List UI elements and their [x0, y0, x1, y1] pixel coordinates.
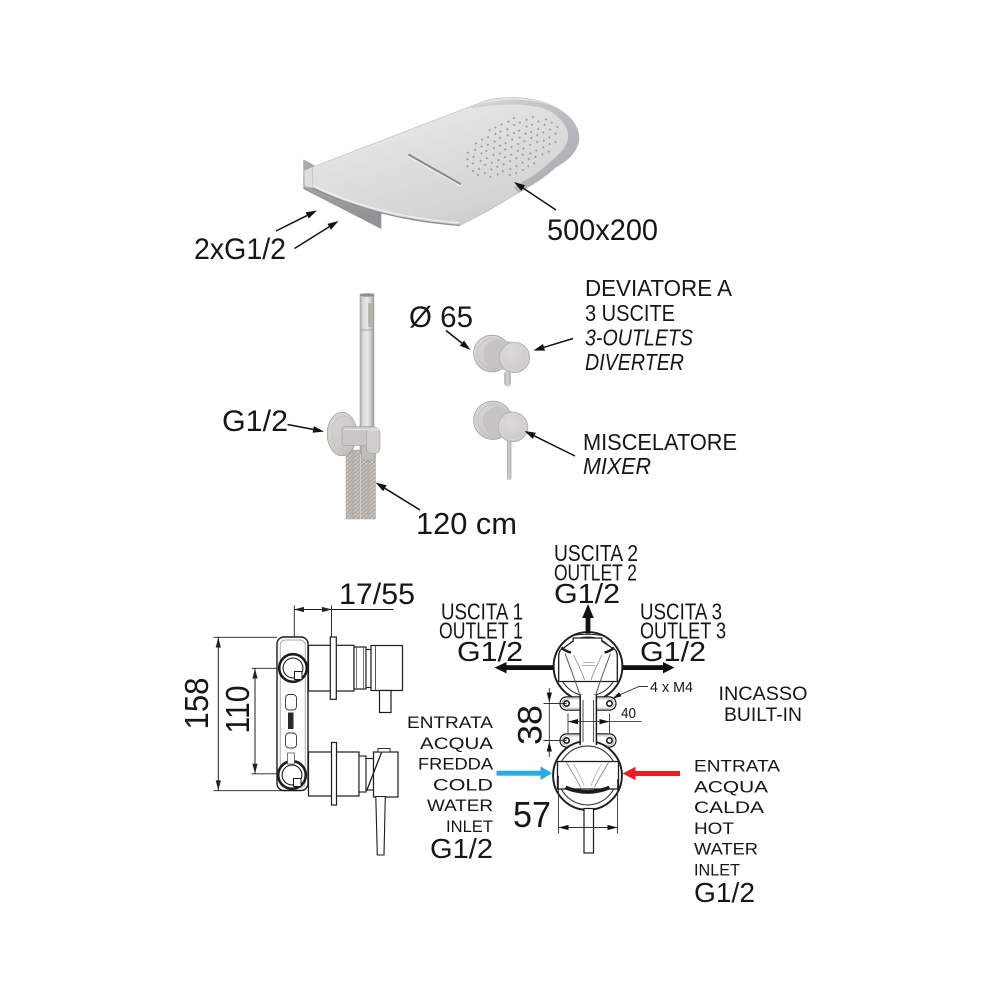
- svg-text:120 cm: 120 cm: [416, 506, 517, 541]
- svg-text:INLET: INLET: [694, 862, 740, 880]
- svg-text:DEVIATORE A: DEVIATORE A: [585, 275, 733, 301]
- svg-text:INCASSO: INCASSO: [719, 684, 808, 705]
- svg-text:WATER: WATER: [694, 841, 758, 859]
- svg-text:3 USCITE: 3 USCITE: [585, 300, 675, 326]
- svg-text:COLD: COLD: [433, 776, 493, 794]
- svg-text:Ø 65: Ø 65: [409, 301, 473, 334]
- svg-text:MISCELATORE: MISCELATORE: [583, 429, 737, 455]
- svg-text:4 x M4: 4 x M4: [650, 679, 693, 696]
- svg-text:110: 110: [219, 686, 256, 734]
- svg-text:G1/2: G1/2: [640, 636, 706, 667]
- svg-text:USCITA 2: USCITA 2: [554, 540, 638, 566]
- svg-text:FREDDA: FREDDA: [418, 756, 493, 774]
- svg-text:3-OUTLETS: 3-OUTLETS: [585, 325, 694, 351]
- svg-text:OUTLET 3: OUTLET 3: [640, 618, 726, 644]
- svg-text:HOT: HOT: [694, 820, 734, 838]
- svg-text:ACQUA: ACQUA: [694, 778, 768, 796]
- svg-text:MIXER: MIXER: [583, 453, 651, 479]
- svg-text:USCITA 3: USCITA 3: [640, 599, 722, 625]
- svg-text:G1/2: G1/2: [222, 405, 288, 438]
- svg-text:158: 158: [178, 678, 215, 730]
- svg-text:2xG1/2: 2xG1/2: [194, 233, 286, 266]
- svg-text:G1/2: G1/2: [430, 833, 493, 864]
- svg-text:G1/2: G1/2: [554, 578, 620, 609]
- svg-text:DIVERTER: DIVERTER: [585, 349, 684, 375]
- svg-text:17/55: 17/55: [339, 578, 415, 611]
- svg-text:G1/2: G1/2: [457, 636, 523, 667]
- svg-text:38: 38: [512, 705, 550, 745]
- svg-text:OUTLET 2: OUTLET 2: [554, 560, 637, 586]
- svg-text:ENTRATA: ENTRATA: [407, 714, 493, 732]
- svg-text:57: 57: [513, 794, 551, 835]
- svg-text:OUTLET 1: OUTLET 1: [439, 618, 523, 644]
- svg-text:40: 40: [621, 705, 636, 722]
- svg-text:G1/2: G1/2: [694, 877, 755, 908]
- svg-text:ENTRATA: ENTRATA: [694, 758, 780, 776]
- svg-text:500x200: 500x200: [547, 214, 658, 247]
- svg-text:WATER: WATER: [427, 797, 493, 815]
- svg-text:ACQUA: ACQUA: [420, 735, 493, 753]
- svg-text:CALDA: CALDA: [694, 799, 764, 817]
- svg-text:BUILT-IN: BUILT-IN: [724, 705, 802, 726]
- svg-text:INLET: INLET: [446, 818, 493, 836]
- svg-text:USCITA 1: USCITA 1: [441, 599, 523, 625]
